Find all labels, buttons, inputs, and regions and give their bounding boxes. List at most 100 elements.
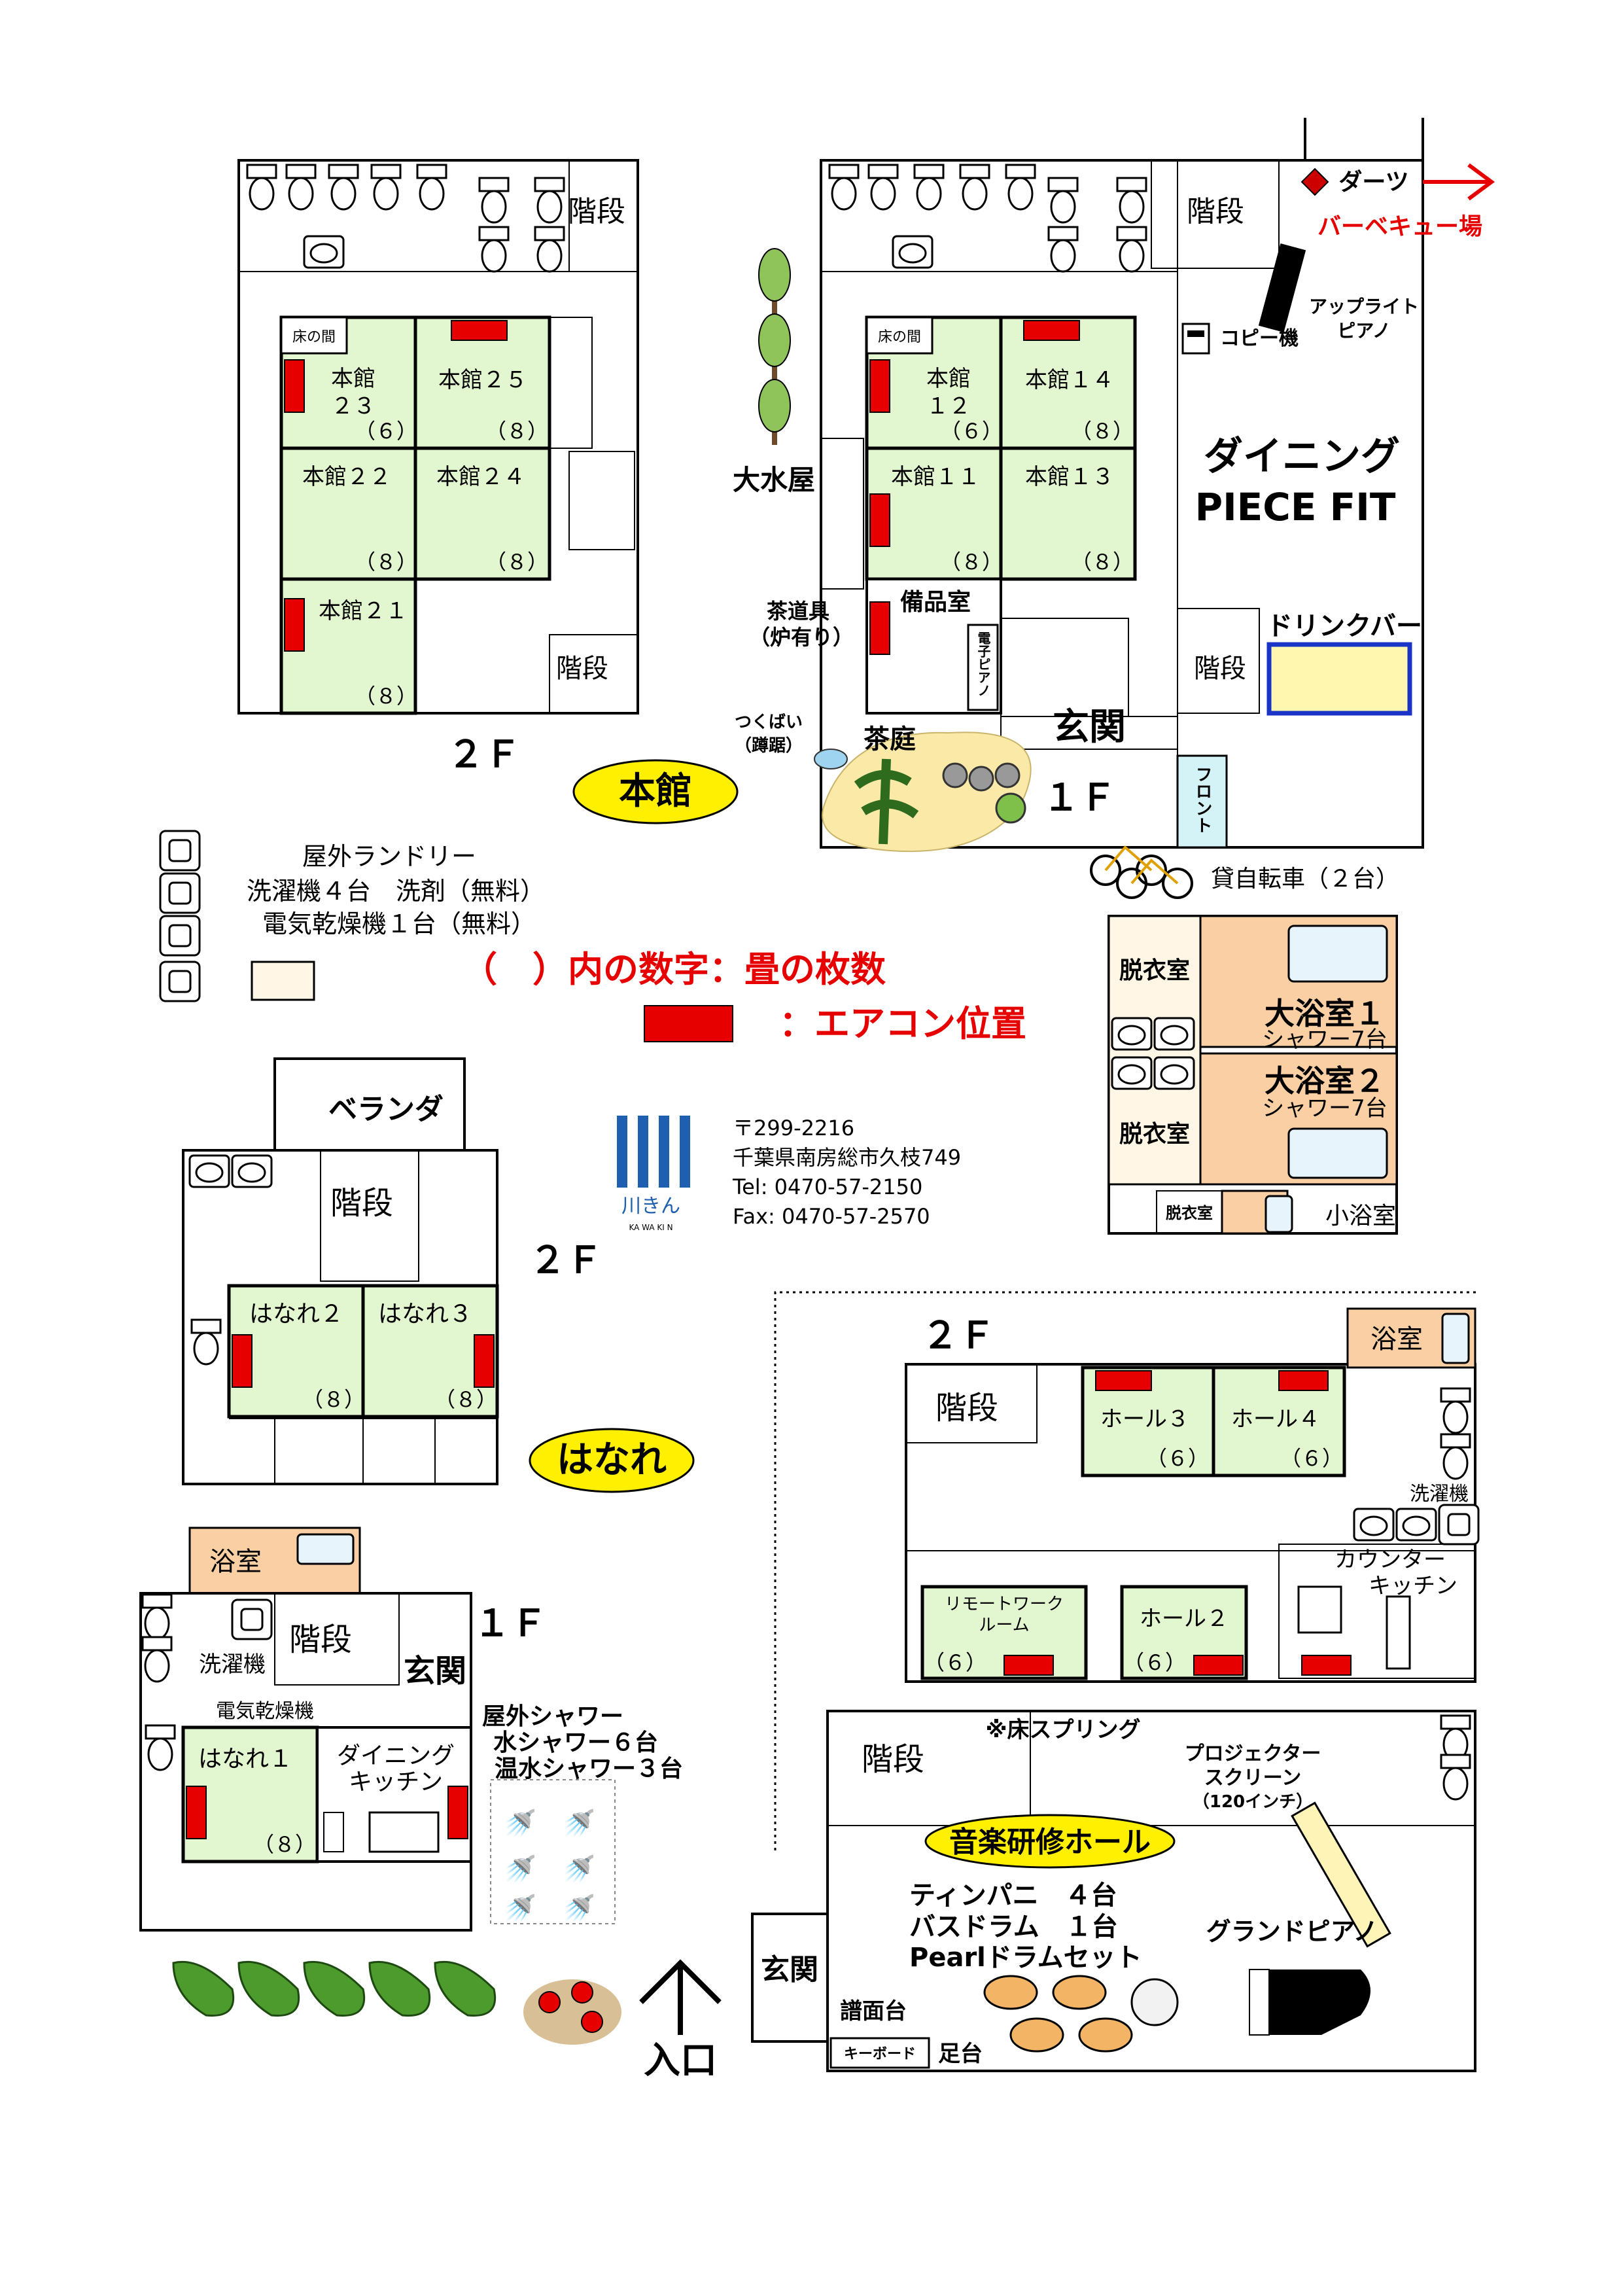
bath-2-shower-label: シャワー7台 <box>1262 1095 1387 1122</box>
toilet-row-icon <box>828 164 1147 273</box>
hall-bath-label: 浴室 <box>1370 1324 1423 1354</box>
music-hall-badge-label: 音楽研修ホール <box>949 1826 1151 1859</box>
tsukubai-label-1: つくばい <box>735 713 803 732</box>
screen-icon <box>1291 1801 1391 1948</box>
svg-text:🚿: 🚿 <box>563 1808 595 1839</box>
hanare-2f-plan <box>182 1057 499 1485</box>
room-honkan-23-name-2: ２３ <box>331 393 375 419</box>
bush-icons <box>172 1960 497 2017</box>
aircon-legend: ：エアコン位置 <box>779 1003 1026 1044</box>
address-text: 千葉県南房総市久枝749 <box>733 1145 961 1170</box>
entrance-label: 入口 <box>644 2040 717 2082</box>
aircon-icon <box>1003 1655 1054 1676</box>
darts-label: ダーツ <box>1338 169 1408 196</box>
svg-text:🚿: 🚿 <box>504 1854 536 1884</box>
flower-bed-icon <box>523 1979 621 2045</box>
counter-kitchen-label-1: カウンター <box>1335 1547 1446 1573</box>
room-honkan-12-name-2: １２ <box>926 393 971 419</box>
room-hall-3-size: （６） <box>1146 1446 1209 1471</box>
projector-label-3: （120インチ） <box>1193 1792 1313 1812</box>
datsui-2-label: 脱衣室 <box>1119 1121 1190 1148</box>
drum-icon <box>983 1975 1133 2053</box>
dining-label: ダイニング <box>1204 434 1400 480</box>
room-remote-work-name-1: リモートワーク <box>945 1595 1064 1614</box>
outdoor-shower-title: 屋外シャワー <box>482 1703 623 1730</box>
hanare-badge-label: はなれ <box>557 1439 667 1481</box>
hall-2f-plan <box>905 1307 1480 1683</box>
counter-kitchen-label-2: キッチン <box>1369 1573 1457 1599</box>
bath-building-plan <box>1108 915 1398 1235</box>
room-honkan-24-name: 本館２４ <box>436 464 525 490</box>
music-hall-genkan-label: 玄関 <box>761 1953 818 1987</box>
bbq-label: バーベキュー場 <box>1318 213 1482 240</box>
room-honkan-21-name: 本館２１ <box>319 598 408 624</box>
music-stand-label: 譜面台 <box>840 1998 907 2024</box>
tel-text: Tel: 0470-57-2150 <box>732 1174 922 1199</box>
hanare-2f-floor-label: ２Ｆ <box>529 1239 602 1282</box>
aircon-icon <box>1193 1655 1244 1676</box>
tokonoma-label-1f: 床の間 <box>878 329 921 345</box>
aircon-icon <box>869 493 890 547</box>
logo-en-text: KA WA KI N <box>629 1223 672 1232</box>
grand-piano-label: グランドピアノ <box>1206 1917 1378 1946</box>
svg-text:🚿: 🚿 <box>563 1893 595 1924</box>
room-honkan-25-name: 本館２５ <box>438 367 527 393</box>
honkan-1f-plan <box>820 118 1495 849</box>
room-hall-3-name: ホール３ <box>1100 1406 1189 1432</box>
room-hanare-1-size: （８） <box>253 1832 316 1857</box>
toilet-row-icon <box>246 164 565 273</box>
honkan-2f-plan <box>237 159 639 715</box>
instrument-2: バスドラム １台 <box>909 1912 1118 1942</box>
laundry-line2: 電気乾燥機１台（無料） <box>262 910 536 938</box>
room-hanare-2-size: （８） <box>302 1387 365 1412</box>
room-honkan-24 <box>413 446 551 581</box>
denshi-piano-label: 電子ピアノ <box>975 631 991 697</box>
outdoor-shower-line1: 水シャワー６台 <box>493 1729 658 1756</box>
honkan-1f-stairs-label-2: 階段 <box>1194 654 1246 684</box>
svg-text:🚿: 🚿 <box>563 1854 595 1884</box>
tea-garden-icon <box>814 732 1032 853</box>
bath-1-shower-label: シャワー7台 <box>1262 1027 1387 1053</box>
entrance-arrow-icon <box>639 1959 722 2035</box>
room-honkan-24-size: （８） <box>485 550 548 574</box>
room-honkan-22 <box>279 446 417 581</box>
room-remote-work-size: （６） <box>924 1650 986 1675</box>
tokonoma <box>865 316 934 355</box>
room-hanare-3-size: （８） <box>434 1387 497 1412</box>
genkan-label: 玄関 <box>1053 706 1126 749</box>
room-honkan-25-size: （８） <box>485 419 548 444</box>
bicycle-icon <box>1090 845 1193 899</box>
honkan-badge-label: 本館 <box>619 770 692 813</box>
tokonoma-label: 床の間 <box>292 329 336 345</box>
fax-text: Fax: 0470-57-2570 <box>733 1204 930 1229</box>
svg-text:🚿: 🚿 <box>504 1893 536 1924</box>
upright-piano-icon <box>1258 243 1306 332</box>
room-remote-work-name-2: ルーム <box>979 1616 1029 1635</box>
darts-icon <box>1300 168 1329 196</box>
outdoor-shower-icons: 🚿🚿 🚿🚿 🚿🚿 <box>490 1779 616 1924</box>
laundry-icons <box>159 830 315 1002</box>
aircon-icon <box>451 320 508 341</box>
dining-en-label: PIECE FIT <box>1195 485 1396 529</box>
floor-spring-label: ※床スプリング <box>985 1717 1140 1743</box>
music-hall-stairs-label: 階段 <box>862 1741 924 1778</box>
hanare-1f-plan <box>139 1527 472 1932</box>
projector-label-2: スクリーン <box>1204 1767 1302 1790</box>
hanare-genkan-label: 玄関 <box>404 1653 466 1689</box>
small-datsui-label: 脱衣室 <box>1166 1204 1213 1222</box>
bath-1-label: 大浴室１ <box>1265 996 1385 1031</box>
aircon-icon <box>284 359 305 413</box>
chadogu-label-1: 茶道具 <box>767 599 829 624</box>
keyboard-label: キーボード <box>844 2046 916 2062</box>
aircon-icon <box>1278 1370 1329 1391</box>
honkan-badge-shape <box>572 759 739 824</box>
honkan-2f-stairs-label: 階段 <box>568 195 625 228</box>
bicycle-label: 貸自転車（２台） <box>1211 866 1399 892</box>
hall-stairs-label: 階段 <box>935 1390 998 1426</box>
tatami-legend: （ ）内の数字：畳の枚数 <box>462 949 886 990</box>
copy-label: コピー機 <box>1220 327 1299 350</box>
aircon-icon <box>1095 1370 1152 1391</box>
front-label: フロント <box>1193 766 1212 834</box>
hanare-bath-label: 浴室 <box>209 1547 262 1577</box>
